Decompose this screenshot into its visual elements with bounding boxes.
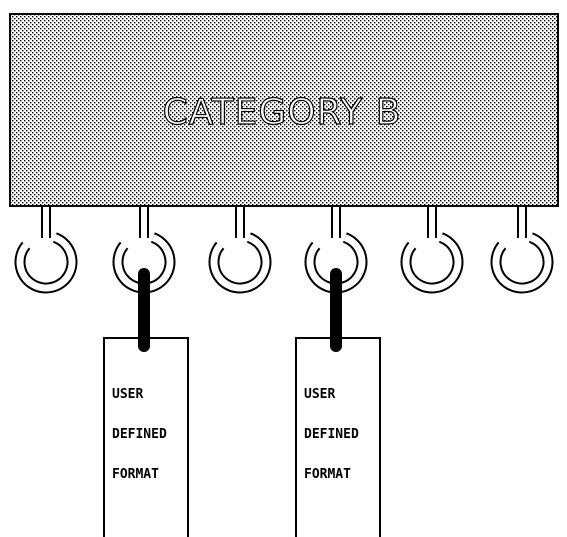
card-line-3: FORMAT [112,467,159,482]
hook-5 [406,206,458,288]
hook-neck [236,232,244,238]
hook-stem [332,206,340,232]
hook-ring-inner [214,238,266,288]
hook-neck [332,232,340,238]
hook-3 [214,206,266,288]
card-line-3: FORMAT [304,467,351,482]
card-1: USER DEFINED FORMAT [104,274,188,537]
category-box: CATEGORY B [10,14,558,206]
hook-stem [518,206,526,232]
hanging-cards: USER DEFINED FORMAT USER DEFINED FORMAT [104,274,380,537]
hook-neck [42,232,50,238]
hook-stem [42,206,50,232]
hook-ring-inner [20,238,72,288]
hooks-row [20,206,548,288]
card-line-1: USER [304,387,335,402]
card-line-2: DEFINED [112,427,167,442]
card-line-1: USER [112,387,143,402]
hook-ring-inner [496,238,548,288]
hook-stem [140,206,148,232]
card-line-2: DEFINED [304,427,359,442]
hook-neck [428,232,436,238]
hook-stem [236,206,244,232]
hook-ring-inner [406,238,458,288]
hook-6 [496,206,548,288]
card-2: USER DEFINED FORMAT [296,274,380,537]
hook-neck [518,232,526,238]
hook-stem [428,206,436,232]
hook-neck [140,232,148,238]
category-box-label: CATEGORY B [163,92,402,133]
hook-1 [20,206,72,288]
